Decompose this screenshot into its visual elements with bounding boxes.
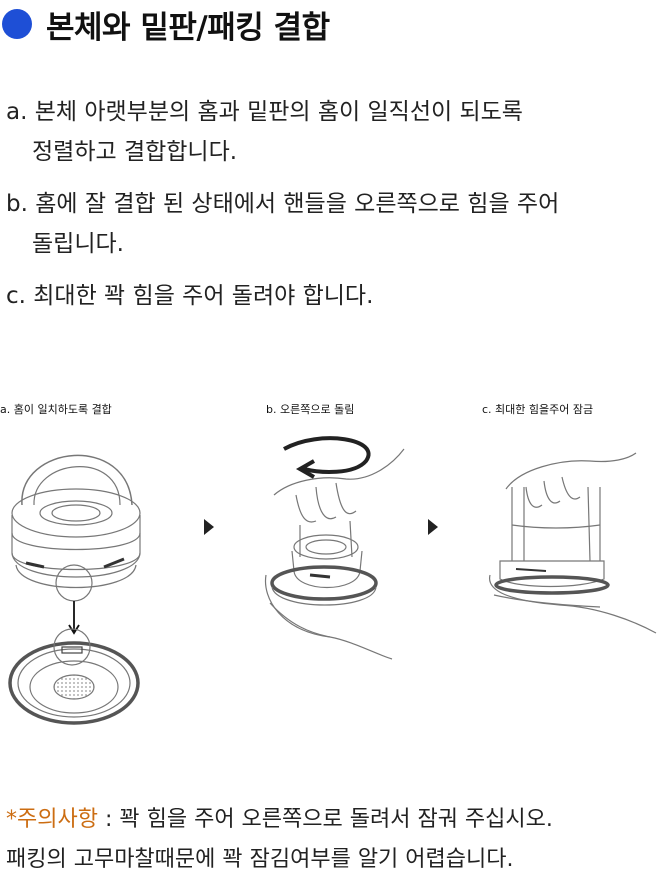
figure-c-locking: [489, 452, 657, 634]
figure-b-hand-turning: [264, 436, 405, 660]
step-a-line1: a. 본체 아랫부분의 홈과 밑판의 홈이 일직선이 되도록: [6, 99, 523, 125]
step-b: b. 홈에 잘 결합 된 상태에서 핸들을 오른쪽으로 힘을 주어 돌립니다.: [6, 184, 656, 264]
caption-b: b. 오른쪽으로 돌림: [266, 403, 355, 416]
caution-note: *주의사항 : 꽉 힘을 주어 오른쪽으로 돌려서 잠궈 주십시오. 패킹의 고…: [6, 800, 666, 880]
step-c-line1: c. 최대한 꽉 힘을 주어 돌려야 합니다.: [6, 283, 374, 309]
step-a: a. 본체 아랫부분의 홈과 밑판의 홈이 일직선이 되도록 정렬하고 결합합니…: [6, 92, 656, 172]
caption-a: a. 홈이 일치하도록 결합: [0, 403, 112, 416]
step-a-line2: 정렬하고 결합합니다.: [32, 139, 238, 165]
section-header: 본체와 밑판/패킹 결합: [0, 0, 330, 48]
caption-c: c. 최대한 힘을주어 잠금: [482, 403, 594, 416]
caution-line2: 패킹의 고무마찰때문에 꽉 잠김여부를 알기 어렵습니다.: [6, 847, 514, 872]
figure-a-body-and-base: [8, 454, 141, 725]
caution-label: *주의사항: [6, 807, 98, 832]
step-b-line2: 돌립니다.: [32, 231, 124, 257]
step-b-line1: b. 홈에 잘 결합 된 상태에서 핸들을 오른쪽으로 힘을 주어: [6, 191, 560, 217]
caution-line1: *주의사항 : 꽉 힘을 주어 오른쪽으로 돌려서 잠궈 주십시오.: [6, 800, 666, 840]
step-c: c. 최대한 꽉 힘을 주어 돌려야 합니다.: [6, 276, 656, 316]
triangle-right-icon: [428, 519, 438, 535]
figure-captions: a. 홈이 일치하도록 결합 b. 오른쪽으로 돌림 c. 최대한 힘을주어 잠…: [0, 401, 670, 421]
triangle-right-icon: [204, 519, 214, 535]
instruction-steps: a. 본체 아랫부분의 홈과 밑판의 홈이 일직선이 되도록 정렬하고 결합합니…: [6, 92, 656, 328]
blue-dot-icon: [2, 9, 32, 39]
caution-text: : 꽉 힘을 주어 오른쪽으로 돌려서 잠궈 주십시오.: [97, 807, 553, 832]
section-title: 본체와 밑판/패킹 결합: [46, 9, 330, 46]
assembly-illustrations: [8, 436, 657, 725]
